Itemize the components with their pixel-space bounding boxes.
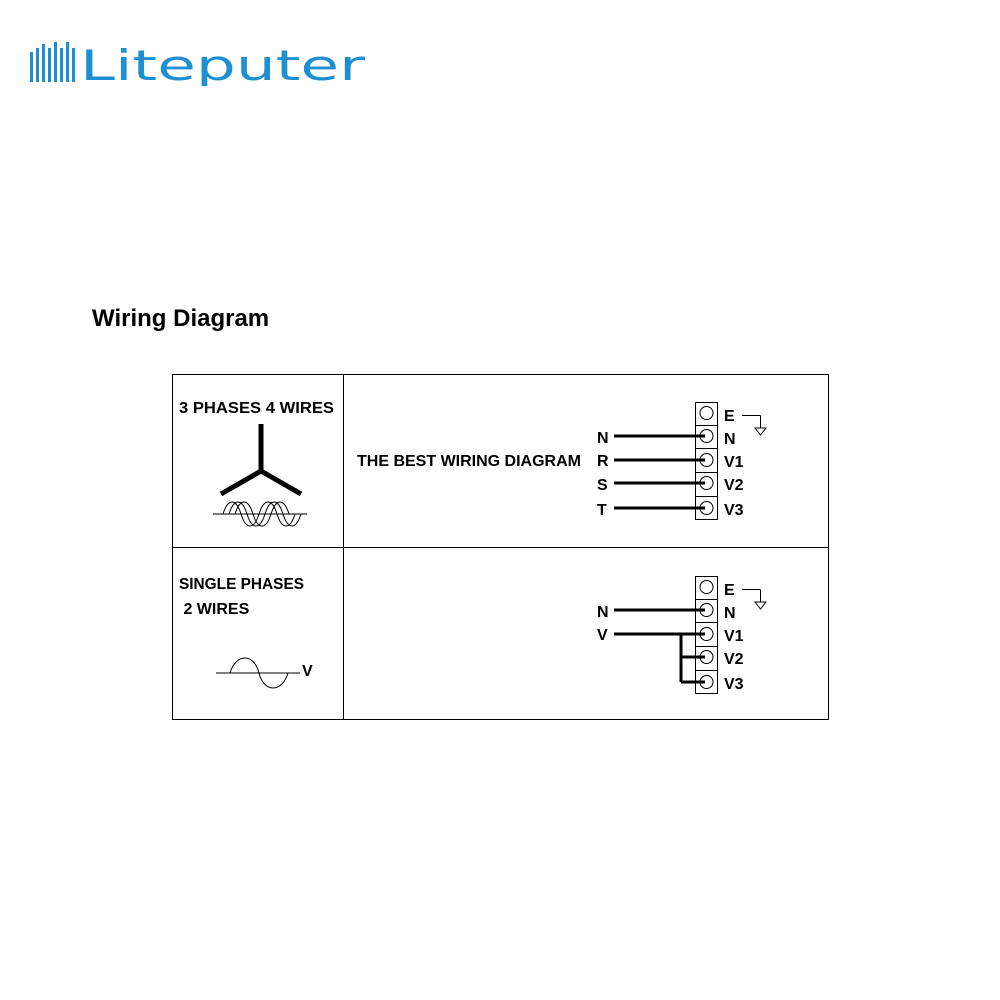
input-label-v-single: V <box>597 627 608 644</box>
terminal-label-v2: V2 <box>724 477 744 494</box>
terminal-label-v3-2: V3 <box>724 676 744 693</box>
terminal-screw-v1 <box>699 453 714 467</box>
best-wiring-note: THE BEST WIRING DIAGRAM <box>357 453 581 470</box>
terminal-label-v1: V1 <box>724 454 744 471</box>
terminal-block-1 <box>695 402 718 520</box>
single-phase-wires <box>614 608 705 684</box>
terminal-label-v1-2: V1 <box>724 628 744 645</box>
diagram-table <box>172 374 829 720</box>
input-label-s: S <box>597 477 608 494</box>
input-label-r: R <box>597 453 609 470</box>
terminal-screw-v2 <box>699 476 714 490</box>
terminal-label-e-2: E <box>724 582 735 599</box>
star-connection-icon <box>219 424 303 497</box>
ground-icon-2 <box>742 589 768 610</box>
terminal-label-e: E <box>724 408 735 425</box>
terminal-screw-n-2 <box>699 603 714 617</box>
input-label-t: T <box>597 502 607 519</box>
three-phase-label: 3 PHASES 4 WIRES <box>179 400 334 417</box>
terminal-label-v3: V3 <box>724 502 744 519</box>
terminal-screw-v2-2 <box>699 650 714 664</box>
terminal-screw-v3-2 <box>699 675 714 689</box>
terminal-label-n: N <box>724 431 736 448</box>
terminal-screw-n <box>699 429 714 443</box>
input-label-n-single: N <box>597 604 609 621</box>
terminal-label-v2-2: V2 <box>724 651 744 668</box>
page-title: Wiring Diagram <box>92 305 270 332</box>
terminal-label-n-2: N <box>724 605 736 622</box>
logo-wordmark: Liteputer <box>80 41 366 86</box>
terminal-screw-e <box>699 406 714 420</box>
two-wires-label: 2 WIRES <box>179 601 250 618</box>
input-label-n: N <box>597 430 609 447</box>
single-phase-waveform-icon <box>216 657 300 689</box>
waveform-voltage-label: V <box>302 663 313 680</box>
terminal-screw-e-2 <box>699 580 714 594</box>
three-phase-wires <box>614 434 705 510</box>
terminal-screw-v1-2 <box>699 627 714 641</box>
terminal-block-2 <box>695 576 718 694</box>
brand-logo: Liteputer <box>30 41 366 86</box>
three-phase-waveform-icon <box>213 501 307 527</box>
ground-icon <box>742 415 768 436</box>
logo-bars-icon <box>30 42 75 82</box>
single-phase-label: SINGLE PHASES <box>179 576 304 593</box>
terminal-screw-v3 <box>699 501 714 515</box>
